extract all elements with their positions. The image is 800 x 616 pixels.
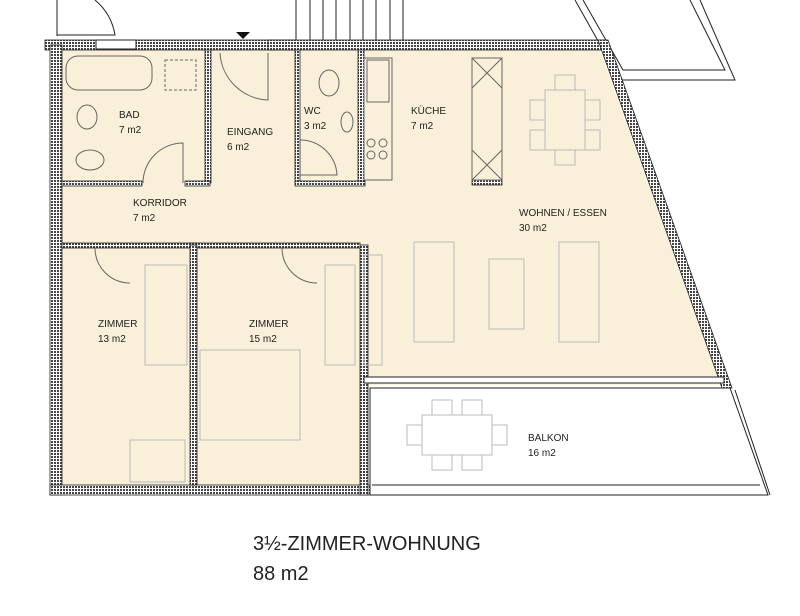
wc-door <box>299 139 338 176</box>
kitchen-island <box>471 57 503 181</box>
room-area-zimmer1: 13 m2 <box>98 334 126 345</box>
room-area-zimmer2: 15 m2 <box>249 334 277 345</box>
balcony-table <box>406 399 508 471</box>
window <box>95 39 137 50</box>
room-name-bad: BAD <box>119 110 140 121</box>
bedroom-furniture <box>94 247 356 483</box>
walls <box>44 39 733 496</box>
room-name-wohnen: WOHNEN / ESSEN <box>519 208 607 219</box>
room-name-wc: WC <box>304 106 321 117</box>
entrance-arrow-icon <box>236 32 250 39</box>
room-area-balkon: 16 m2 <box>528 448 556 459</box>
room-labels: BAD 7 m2 EINGANG 6 m2 WC 3 m2 KÜCHE 7 m2… <box>98 105 607 459</box>
entrance-door <box>219 52 269 101</box>
room-name-balkon: BALKON <box>528 433 569 444</box>
room-area-kueche: 7 m2 <box>411 121 434 132</box>
room-area-korridor: 7 m2 <box>133 213 156 224</box>
kitchen-counter <box>363 57 393 181</box>
balcony-window <box>363 376 725 384</box>
room-name-kueche: KÜCHE <box>411 105 446 117</box>
dining-table <box>529 74 601 166</box>
living-furniture <box>363 241 600 366</box>
room-name-korridor: KORRIDOR <box>133 198 187 209</box>
room-name-zimmer1: ZIMMER <box>98 319 137 330</box>
room-area-bad: 7 m2 <box>119 125 142 136</box>
room-area-wc: 3 m2 <box>304 121 327 132</box>
apartment-type-title: 3½-ZIMMER-WOHNUNG <box>253 533 481 555</box>
balcony-area <box>369 387 771 496</box>
wc-sink <box>340 111 354 133</box>
apartment-total-area: 88 m2 <box>253 563 309 585</box>
room-name-zimmer2: ZIMMER <box>249 319 288 330</box>
apartment-floor <box>62 50 720 485</box>
stairs <box>56 0 404 40</box>
toilet <box>75 149 105 171</box>
shower <box>164 59 197 91</box>
bad-door <box>142 142 184 184</box>
wc-toilet <box>318 69 340 97</box>
sink <box>76 104 98 130</box>
bathtub <box>65 55 153 91</box>
room-area-wohnen: 30 m2 <box>519 223 547 234</box>
room-name-eingang: EINGANG <box>227 127 273 138</box>
room-area-eingang: 6 m2 <box>227 142 250 153</box>
